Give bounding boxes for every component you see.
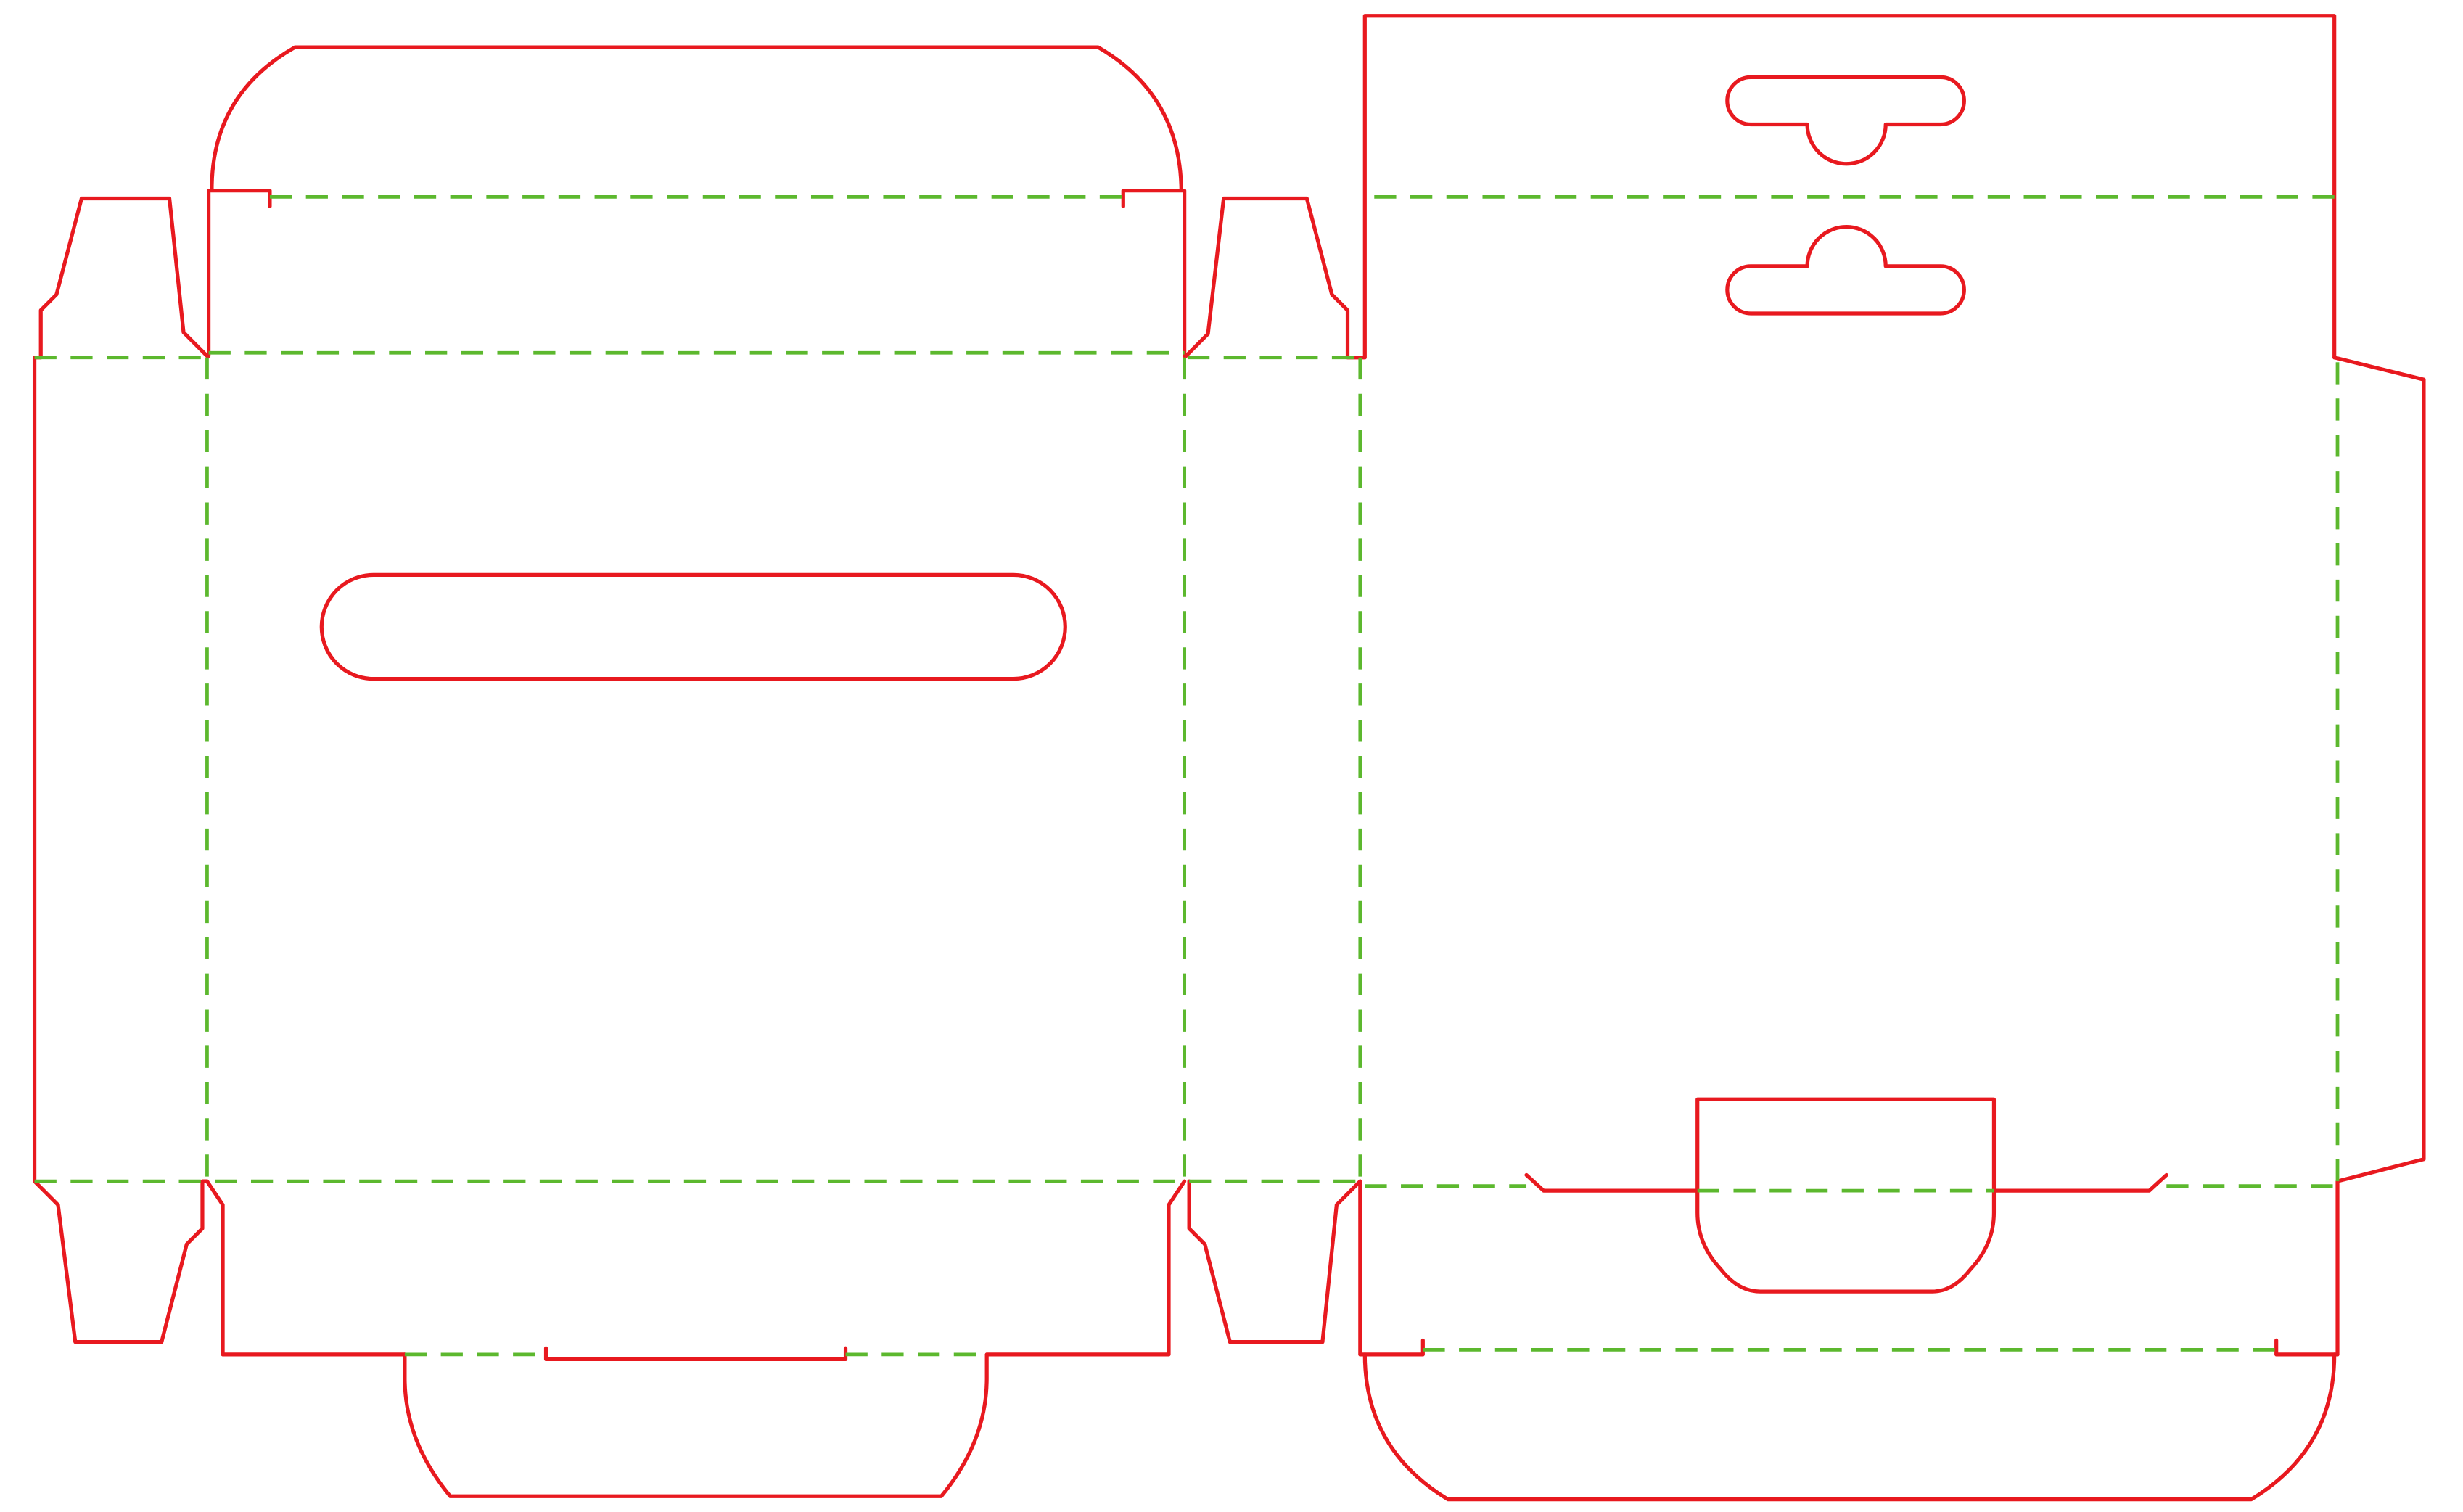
left-bottom-flap-outline	[205, 1179, 1187, 1357]
left-glue-side-edge	[32, 356, 210, 1344]
right-side-glue-flap	[2332, 356, 2426, 1357]
right-bottom-right-edge	[2274, 1338, 2340, 1357]
left-top-dust-flap-b	[1184, 14, 2337, 360]
thumb-notch-slit	[1524, 1172, 2168, 1193]
left-top-dust-flap-a	[38, 196, 210, 358]
hang-tab-hole-top	[1725, 75, 1966, 166]
left-panel-group	[32, 14, 2337, 1498]
hang-tab-hole-bottom	[1725, 224, 1966, 316]
right-bottom-left-edge	[1358, 1179, 1425, 1357]
left-top-lid-tuck	[207, 189, 1187, 358]
left-bottom-dust-flap	[1187, 1179, 1362, 1344]
right-panel-group	[1358, 75, 2426, 1502]
thumb-notch-tab	[1695, 1097, 1997, 1294]
left-bottom-tuck-slot	[543, 1346, 848, 1362]
left-bottom-lid-flap	[403, 1352, 989, 1498]
right-bottom-lid-flap	[1362, 1352, 2337, 1502]
left-top-lid-flap	[210, 45, 1183, 192]
front-window-cutout	[319, 572, 1067, 681]
